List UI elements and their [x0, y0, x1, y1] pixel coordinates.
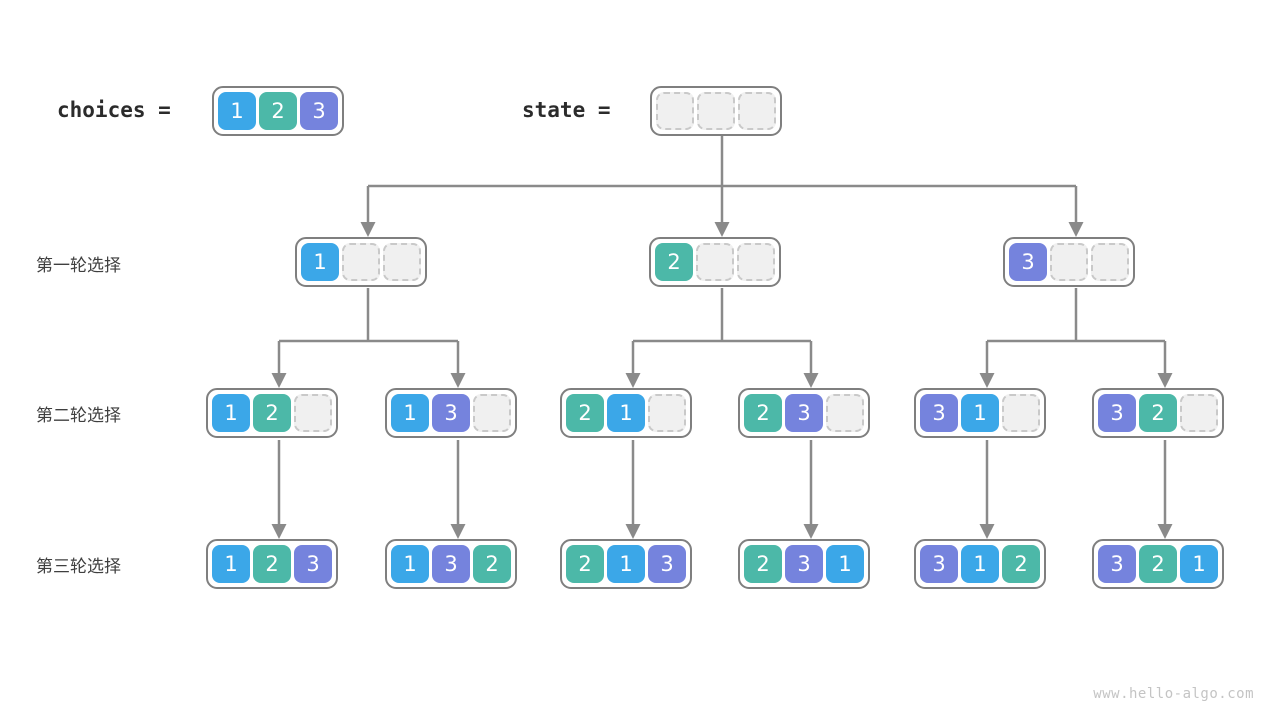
level3-2-cell-2: 3 — [648, 545, 686, 583]
row-label-round-1: 第一轮选择 — [36, 256, 121, 276]
level2-4-cell-0: 3 — [920, 394, 958, 432]
level2-5-cell-2 — [1180, 394, 1218, 432]
level3-0-cell-0: 1 — [212, 545, 250, 583]
level2-2-cell-0: 2 — [566, 394, 604, 432]
state-frame — [650, 86, 782, 136]
level1-2-cell-1 — [1050, 243, 1088, 281]
state-cell-0 — [656, 92, 694, 130]
level3-0-cell-2: 3 — [294, 545, 332, 583]
level2-4-cell-1: 1 — [961, 394, 999, 432]
level1-node-0: 1 — [295, 237, 427, 287]
choices-cell-2: 3 — [300, 92, 338, 130]
level2-0-cell-2 — [294, 394, 332, 432]
level2-0-cell-1: 2 — [253, 394, 291, 432]
level3-0-cell-1: 2 — [253, 545, 291, 583]
level2-1-cell-0: 1 — [391, 394, 429, 432]
level1-0-cell-0: 1 — [301, 243, 339, 281]
state-cell-1 — [697, 92, 735, 130]
state-caption: state = — [522, 98, 611, 122]
state-cell-2 — [738, 92, 776, 130]
level3-4-cell-2: 2 — [1002, 545, 1040, 583]
level3-1-cell-2: 2 — [473, 545, 511, 583]
choices-caption: choices = — [57, 98, 171, 122]
choices-cell-0: 1 — [218, 92, 256, 130]
level1-1-cell-2 — [737, 243, 775, 281]
level3-5-cell-2: 1 — [1180, 545, 1218, 583]
level1-node-1: 2 — [649, 237, 781, 287]
row-label-round-2: 第二轮选择 — [36, 406, 121, 426]
level2-5-cell-1: 2 — [1139, 394, 1177, 432]
level3-4-cell-1: 1 — [961, 545, 999, 583]
level2-3-cell-2 — [826, 394, 864, 432]
level3-3-cell-2: 1 — [826, 545, 864, 583]
site-watermark: www.hello-algo.com — [1093, 686, 1254, 702]
choices-cell-1: 2 — [259, 92, 297, 130]
level3-3-cell-0: 2 — [744, 545, 782, 583]
level3-2-cell-1: 1 — [607, 545, 645, 583]
level2-2-cell-1: 1 — [607, 394, 645, 432]
level2-3-cell-1: 3 — [785, 394, 823, 432]
level3-1-cell-0: 1 — [391, 545, 429, 583]
state-array — [650, 86, 782, 136]
level3-5-cell-0: 3 — [1098, 545, 1136, 583]
level1-1-cell-1 — [696, 243, 734, 281]
level3-1-cell-1: 3 — [432, 545, 470, 583]
level2-0-cell-0: 1 — [212, 394, 250, 432]
level3-2-cell-0: 2 — [566, 545, 604, 583]
level2-1-cell-1: 3 — [432, 394, 470, 432]
level1-0-cell-1 — [342, 243, 380, 281]
row-label-round-3: 第三轮选择 — [36, 557, 121, 577]
level2-2-cell-2 — [648, 394, 686, 432]
level1-0-frame: 1 — [295, 237, 427, 287]
level1-1-cell-0: 2 — [655, 243, 693, 281]
level3-4-cell-0: 3 — [920, 545, 958, 583]
level1-0-cell-2 — [383, 243, 421, 281]
level3-5-cell-1: 2 — [1139, 545, 1177, 583]
level1-2-cell-2 — [1091, 243, 1129, 281]
level2-5-cell-0: 3 — [1098, 394, 1136, 432]
level2-4-cell-2 — [1002, 394, 1040, 432]
level3-3-cell-1: 3 — [785, 545, 823, 583]
level1-node-2: 3 — [1003, 237, 1135, 287]
level1-2-frame: 3 — [1003, 237, 1135, 287]
level1-2-cell-0: 3 — [1009, 243, 1047, 281]
level1-1-frame: 2 — [649, 237, 781, 287]
level2-1-cell-2 — [473, 394, 511, 432]
level2-3-cell-0: 2 — [744, 394, 782, 432]
